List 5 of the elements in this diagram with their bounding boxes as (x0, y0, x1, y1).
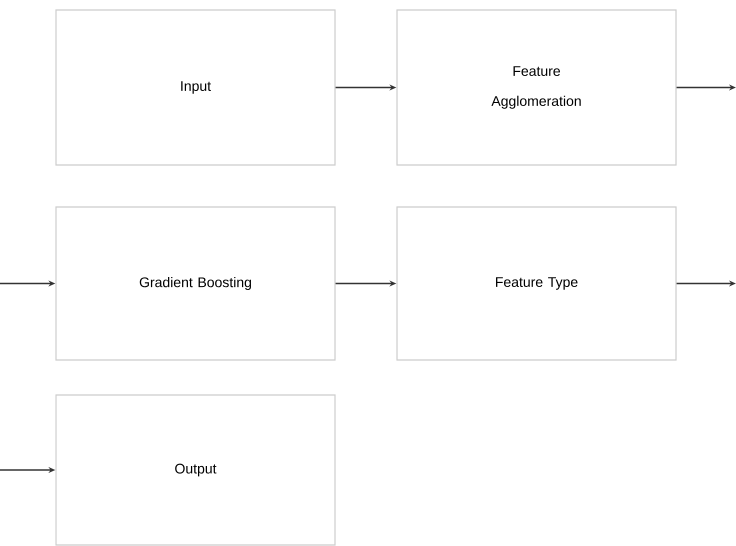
process-box: Output (55, 394, 336, 546)
process-box: Feature Type (396, 206, 677, 361)
process-box: Gradient Boosting (55, 206, 336, 361)
process-box: Input (55, 9, 336, 166)
process-box: Feature Agglomeration (396, 9, 677, 166)
